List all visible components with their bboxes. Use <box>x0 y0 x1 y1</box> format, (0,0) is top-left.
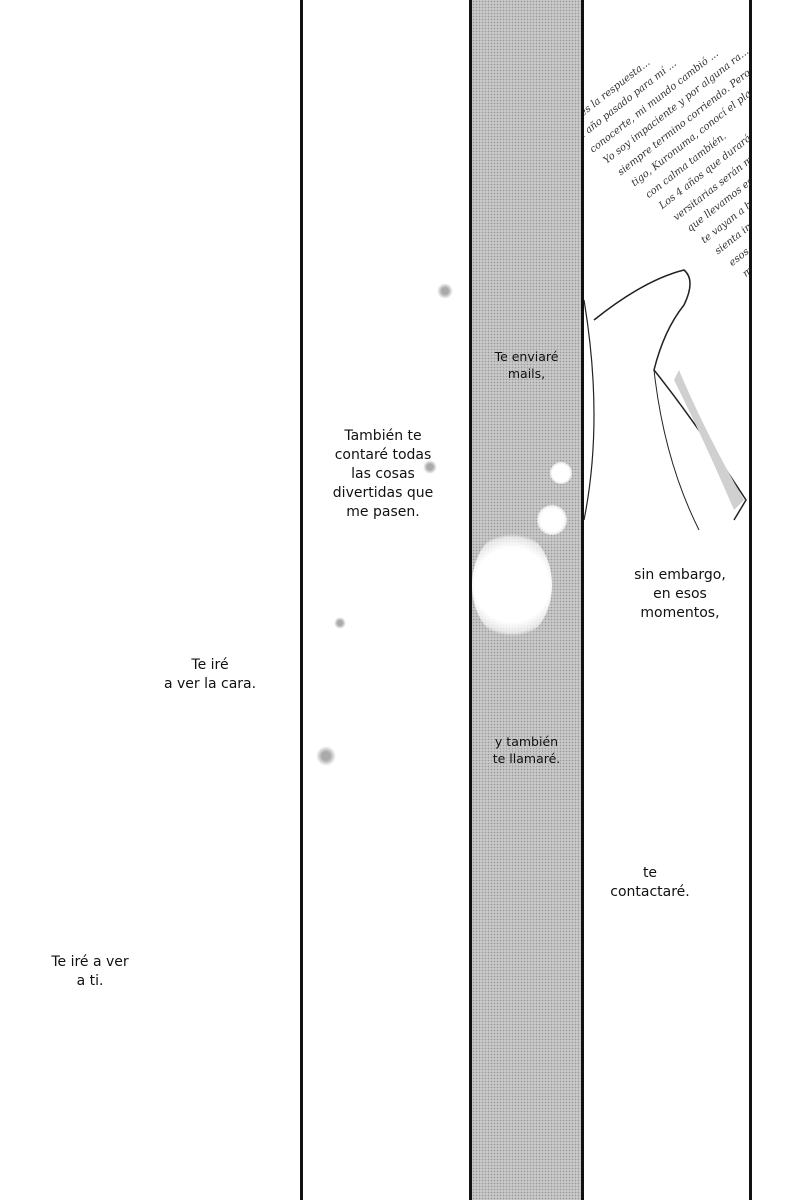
caption-however: sin embargo, en esos momentos, <box>634 567 726 621</box>
light-bokeh <box>550 462 572 484</box>
panel-border <box>749 0 752 1200</box>
panel-border <box>469 0 472 1200</box>
light-bokeh <box>537 505 567 535</box>
panel-border <box>581 0 584 1200</box>
caption-see-you: Te iré a ver a ti. <box>51 954 129 989</box>
sparkle <box>423 460 437 474</box>
hand-holding-letter <box>584 269 747 531</box>
caption-send-mails: Te enviaré mails, <box>494 349 559 381</box>
caption-contact-you: te contactaré. <box>610 865 690 900</box>
handwritten-letter: ...numa....ta es la respuesta...el año p… <box>584 0 750 300</box>
caption-tell-things: También te contaré todas las cosas diver… <box>332 428 434 520</box>
panel-border <box>300 0 303 1200</box>
sparkle <box>334 617 346 629</box>
sparkle <box>316 746 336 766</box>
caption-see-face: Te iré a ver la cara. <box>163 657 257 692</box>
sparkle <box>437 283 453 299</box>
caption-call-you: y también te llamaré. <box>492 734 561 766</box>
light-bokeh <box>472 530 552 640</box>
screentone-panel <box>472 0 581 1200</box>
